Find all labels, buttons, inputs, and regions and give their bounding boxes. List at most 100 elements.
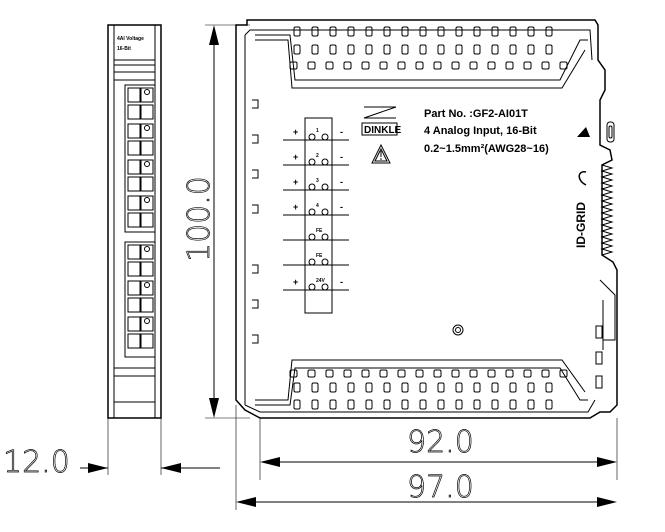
side-terminal-slot [127,297,141,313]
side-terminal-slot [127,280,141,296]
total-width-value: 97.0 [407,470,474,505]
screw-icon [452,324,464,336]
vent-slot [397,369,406,378]
din-clip-spring [600,164,614,256]
vent-slot [401,399,409,410]
minus-label: - [340,177,343,187]
side-terminal-slot [127,261,141,277]
vent-slot [433,369,442,378]
side-terminal-slot [140,87,154,103]
vent-slot [361,61,370,70]
vent-slot [307,61,316,70]
width-dimension-12: 12.0 [3,418,220,480]
vent-slot [505,61,514,70]
vent-slot [419,26,427,37]
vent-slot [325,369,334,378]
terminal-hole [308,133,316,141]
vent-slot [437,44,445,55]
side-terminal-screw [144,89,150,95]
dinkle-logo: DINKLE [361,106,402,136]
brand-label: DINKLE [364,125,402,136]
vent-slot [401,382,409,393]
terminal-label: 2 [316,153,319,159]
side-terminal-slot [140,297,154,313]
vent-slot [311,382,319,393]
vent-slot [545,44,553,55]
vent-slot [307,369,316,378]
side-terminal-slot [127,123,141,139]
terminal-hole [308,258,316,266]
vent-slot [473,44,481,55]
vent-slot [491,44,499,55]
vent-slot [437,399,445,410]
side-terminal-screw [144,246,150,252]
side-terminal-screw [144,125,150,131]
side-terminal-slot [127,244,141,260]
vent-slot [383,26,391,37]
vent-slot [469,61,478,70]
vent-slot [289,369,298,378]
side-view: 4AI Voltage 16-Bit [107,24,162,419]
vent-slot [487,369,496,378]
vent-slot [437,26,445,37]
vent-slot [293,26,301,37]
clip-notch [252,99,259,109]
terminal-label: 1 [316,128,319,134]
vent-slot [365,44,373,55]
vent-slot [487,61,496,70]
height-dimension-value: 100.0 [182,176,217,262]
terminal-hole [321,258,329,266]
terminal-hole [321,183,329,191]
plus-label: + [293,127,298,137]
vent-slot [491,399,499,410]
vent-slot [325,61,334,70]
side-terminal-slot [140,140,154,156]
width-dimension-97: 97.0 [235,405,617,510]
side-terminal-slot [140,244,154,260]
terminal-hole [321,233,329,241]
terminal-hole [321,158,329,166]
terminal-hole [308,158,316,166]
vent-slot [545,399,553,410]
terminal-block-lower [124,241,156,358]
side-terminal-slot [140,176,154,192]
vent-slot [523,61,532,70]
vent-slot [383,382,391,393]
side-terminal-screw [144,161,150,167]
vent-slot [419,399,427,410]
terminal-block-upper [124,84,156,233]
body-width-value: 92.0 [407,425,474,460]
minus-label: - [340,202,343,212]
vent-slot [343,369,352,378]
side-terminal-screw [144,282,150,288]
side-terminal-slot [127,195,141,211]
vent-slot [545,26,553,37]
vent-slot [289,61,298,70]
plus-label: + [293,152,298,162]
terminal-label: 4 [316,203,319,209]
terminal-hole [308,208,316,216]
vent-slot [559,369,568,378]
vent-slot [437,382,445,393]
terminal-hole [321,208,329,216]
vent-slot [509,382,517,393]
vent-slot [347,382,355,393]
side-label-line1: 4AI Voltage [117,36,144,42]
side-width-value: 12.0 [3,445,70,480]
side-terminal-slot [140,104,154,120]
vent-slot [509,44,517,55]
vent-slot [523,369,532,378]
warning-icon [371,143,391,164]
vent-slot [293,399,301,410]
side-terminal-slot [140,261,154,277]
vent-slot [455,399,463,410]
vent-slot [311,44,319,55]
vent-slot [383,399,391,410]
side-terminal-slot [127,212,141,228]
vent-slot [379,61,388,70]
vent-slot [311,26,319,37]
vent-slot [329,382,337,393]
part-number: Part No. :GF2-AI01T [424,108,528,120]
